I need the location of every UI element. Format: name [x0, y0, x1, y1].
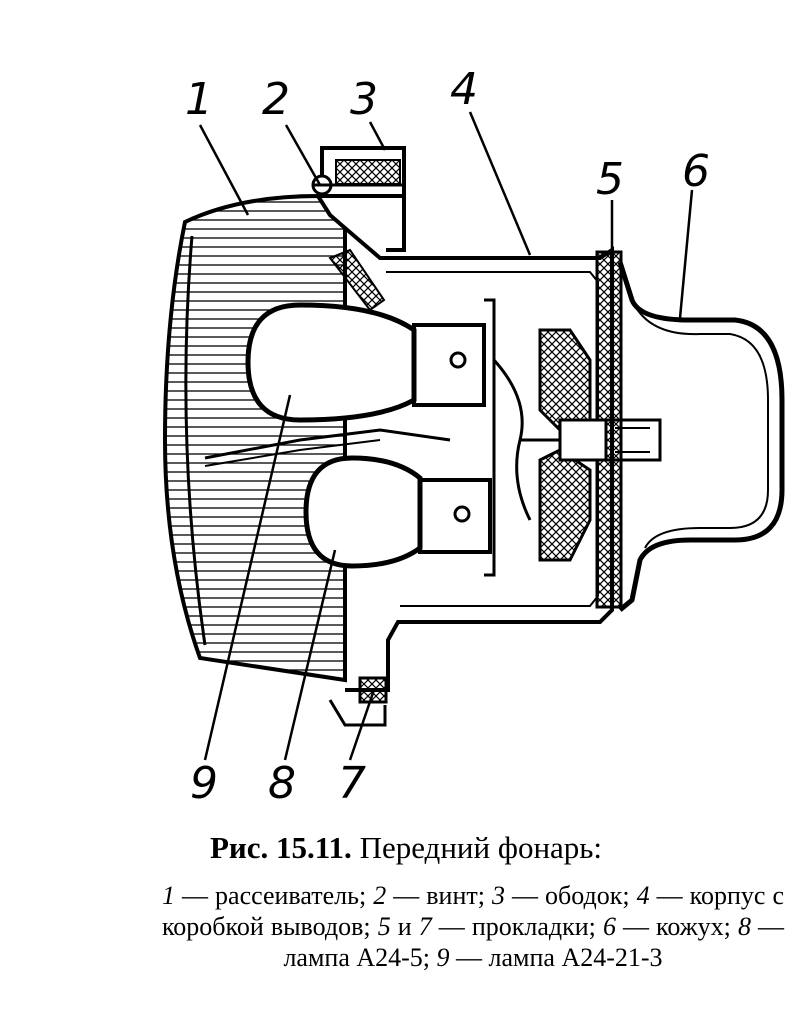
callout-1: 1: [185, 74, 213, 125]
legend-number: 3: [491, 881, 505, 910]
rim: [320, 146, 406, 252]
legend-number: 7: [418, 912, 432, 941]
legend-text: — кожух;: [615, 912, 738, 941]
callout-2: 2: [262, 74, 290, 125]
cover: [617, 261, 785, 612]
legend-text: — ободок;: [504, 881, 637, 910]
legend-number: 4: [636, 881, 650, 910]
figure-caption-title: Рис. 15.11. Передний фонарь:: [0, 830, 812, 866]
legend-text: — лампа А24-5;: [283, 912, 785, 972]
legend-number: 2: [373, 881, 387, 910]
legend-number: 1: [162, 881, 175, 910]
callout-6: 6: [682, 146, 710, 197]
figure-legend: 1 — рассеиватель; 2 — винт; 3 — ободок; …: [162, 880, 784, 973]
callout-3: 3: [350, 74, 378, 125]
legend-number: 9: [436, 943, 450, 972]
callout-8: 8: [268, 758, 296, 809]
gasket-5: [595, 250, 623, 609]
figure-title: Передний фонарь:: [351, 830, 603, 865]
contact-block: [538, 328, 662, 562]
reflector: [204, 248, 451, 467]
callout-4: 4: [450, 64, 478, 115]
callout-7: 7: [338, 758, 366, 809]
gasket-7: [328, 676, 388, 727]
figure-label: Рис. 15.11.: [209, 830, 352, 865]
lamp-9: [245, 302, 417, 423]
legend-text: — корпус с коробкой выводов;: [162, 881, 784, 941]
legend-text: — винт;: [386, 881, 492, 910]
leader-lines: [198, 111, 694, 761]
legend-number: 5: [377, 912, 391, 941]
callout-5: 5: [596, 154, 624, 205]
legend-number: 6: [602, 912, 616, 941]
legend-number: 8: [737, 912, 751, 941]
legend-text: — прокладки;: [431, 912, 603, 941]
callout-9: 9: [190, 758, 218, 809]
front-lamp-drawing: [162, 111, 785, 761]
legend-text: — рассеиватель;: [175, 881, 374, 910]
legend-text: и: [390, 912, 419, 941]
lamp-8: [303, 455, 423, 569]
legend-text: — лампа А24-21-3: [449, 943, 663, 972]
